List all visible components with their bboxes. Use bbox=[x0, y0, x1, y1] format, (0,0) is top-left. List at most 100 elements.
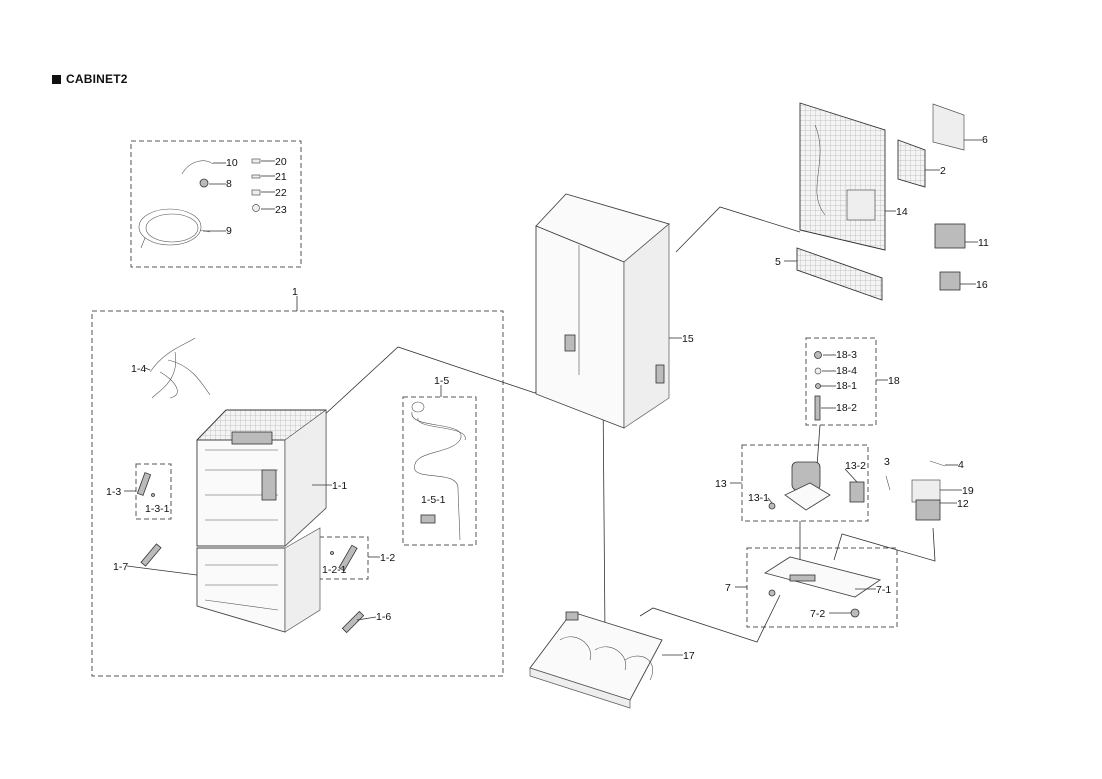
label-part-15: 15 bbox=[682, 333, 694, 345]
label-part-1-3: 1-3 bbox=[106, 486, 121, 498]
label-part-18-3: 18-3 bbox=[836, 349, 857, 361]
label-part-1-2-1: 1-2-1 bbox=[322, 564, 347, 576]
heater-part-1-5 bbox=[411, 401, 466, 541]
assembly-13-group-box bbox=[741, 444, 869, 522]
label-part-17: 17 bbox=[683, 650, 695, 662]
washer-part-23 bbox=[252, 204, 260, 212]
label-part-19: 19 bbox=[962, 485, 974, 497]
assembly-18-group-box bbox=[805, 337, 877, 426]
wire-harness-part-1-4 bbox=[149, 337, 211, 399]
cover-part-5 bbox=[796, 247, 883, 301]
label-part-22: 22 bbox=[275, 187, 287, 199]
screw-part-1-3-1 bbox=[151, 493, 155, 497]
label-part-1-5: 1-5 bbox=[434, 375, 449, 387]
base-part-17 bbox=[529, 611, 663, 709]
part-3 bbox=[885, 475, 891, 491]
label-part-8: 8 bbox=[226, 178, 232, 190]
clip-part-22 bbox=[251, 189, 261, 196]
compressor-part-13 bbox=[768, 461, 865, 511]
part-18-3 bbox=[814, 351, 822, 359]
label-part-7: 7 bbox=[725, 582, 731, 594]
connector-cabinet-to-base bbox=[602, 392, 606, 637]
connector-liner-to-cabinet bbox=[320, 346, 536, 419]
label-part-1-4: 1-4 bbox=[131, 363, 146, 375]
part-12 bbox=[915, 499, 941, 521]
label-part-13-1: 13-1 bbox=[748, 492, 769, 504]
cabinet-part-15 bbox=[535, 193, 670, 429]
rail-part-1-7 bbox=[140, 543, 162, 567]
part-4 bbox=[929, 460, 946, 467]
label-part-1-2: 1-2 bbox=[380, 552, 395, 564]
nut-part-8 bbox=[199, 178, 209, 188]
label-part-10: 10 bbox=[226, 157, 238, 169]
label-part-21: 21 bbox=[275, 171, 287, 183]
pcb-part-16 bbox=[939, 271, 961, 291]
assembly-1-3-group-box bbox=[135, 463, 172, 520]
accessory-group-box bbox=[130, 140, 302, 268]
rail-part-1-6 bbox=[341, 610, 365, 634]
screw-part-21 bbox=[251, 174, 261, 179]
assembly-1-group-box bbox=[91, 310, 504, 677]
label-part-3: 3 bbox=[884, 456, 890, 468]
bracket-part-13-2 bbox=[849, 481, 865, 503]
pipe-part-18-2 bbox=[814, 395, 821, 421]
label-part-4: 4 bbox=[958, 459, 964, 471]
back-cover-part-14 bbox=[799, 102, 886, 251]
label-part-1-5-1: 1-5-1 bbox=[421, 494, 446, 506]
header-square-icon bbox=[52, 74, 61, 84]
wire-part-10 bbox=[181, 160, 214, 175]
label-part-11: 11 bbox=[978, 237, 989, 249]
part-7-1 bbox=[768, 589, 776, 597]
assembly-7-group-box bbox=[746, 547, 898, 628]
label-part-18: 18 bbox=[888, 375, 900, 387]
rail-part-1-3 bbox=[136, 472, 152, 496]
label-part-12: 12 bbox=[957, 498, 969, 510]
label-part-1: 1 bbox=[292, 286, 298, 298]
part-labels: 10 8 9 20 21 22 23 1 1-4 1-1 1-3 1-3-1 1… bbox=[106, 134, 989, 662]
inner-liner-part-1-1 bbox=[196, 409, 327, 633]
hose-part-9 bbox=[138, 208, 202, 246]
label-part-16: 16 bbox=[976, 279, 988, 291]
cover-part-6 bbox=[932, 103, 965, 151]
pad-part-1-5-1 bbox=[420, 514, 436, 524]
label-part-1-7: 1-7 bbox=[113, 561, 128, 573]
label-part-18-2: 18-2 bbox=[836, 402, 857, 414]
part-19 bbox=[911, 479, 941, 503]
label-part-2: 2 bbox=[940, 165, 946, 177]
screw-part-1-2-1 bbox=[330, 551, 334, 555]
section-title: CABINET2 bbox=[66, 72, 128, 86]
label-part-7-2: 7-2 bbox=[810, 608, 825, 620]
connector-18-to-13 bbox=[816, 424, 821, 467]
label-part-6: 6 bbox=[982, 134, 988, 146]
label-part-13-2: 13-2 bbox=[845, 460, 866, 472]
leader-lines bbox=[124, 139, 982, 656]
panel-part-2 bbox=[897, 139, 926, 188]
connector-cabinet-to-cover bbox=[675, 206, 801, 253]
label-part-18-1: 18-1 bbox=[836, 380, 857, 392]
label-part-7-1: 7-1 bbox=[876, 584, 891, 596]
section-header: CABINET2 bbox=[52, 72, 128, 86]
tray-part-7 bbox=[763, 556, 882, 618]
pcb-part-11 bbox=[934, 223, 966, 249]
label-part-9: 9 bbox=[226, 225, 232, 237]
screw-part-20 bbox=[251, 158, 261, 164]
label-part-20: 20 bbox=[275, 156, 287, 168]
part-7-2 bbox=[850, 608, 860, 618]
damper-part-13-1 bbox=[768, 502, 776, 510]
label-part-14: 14 bbox=[896, 206, 908, 218]
label-part-1-3-1: 1-3-1 bbox=[145, 503, 170, 515]
part-18-1 bbox=[815, 383, 821, 389]
label-part-1-6: 1-6 bbox=[376, 611, 391, 623]
part-18-4 bbox=[814, 367, 822, 375]
connector-7-to-12 bbox=[833, 527, 936, 562]
connector-base-to-7 bbox=[639, 594, 781, 643]
label-part-1-1: 1-1 bbox=[332, 480, 347, 492]
hose-coil-part-9 bbox=[145, 213, 199, 243]
assembly-1-5-group-box bbox=[402, 396, 477, 546]
label-part-5: 5 bbox=[775, 256, 781, 268]
label-part-23: 23 bbox=[275, 204, 287, 216]
label-part-18-4: 18-4 bbox=[836, 365, 857, 377]
rail-part-1-2 bbox=[338, 544, 358, 572]
